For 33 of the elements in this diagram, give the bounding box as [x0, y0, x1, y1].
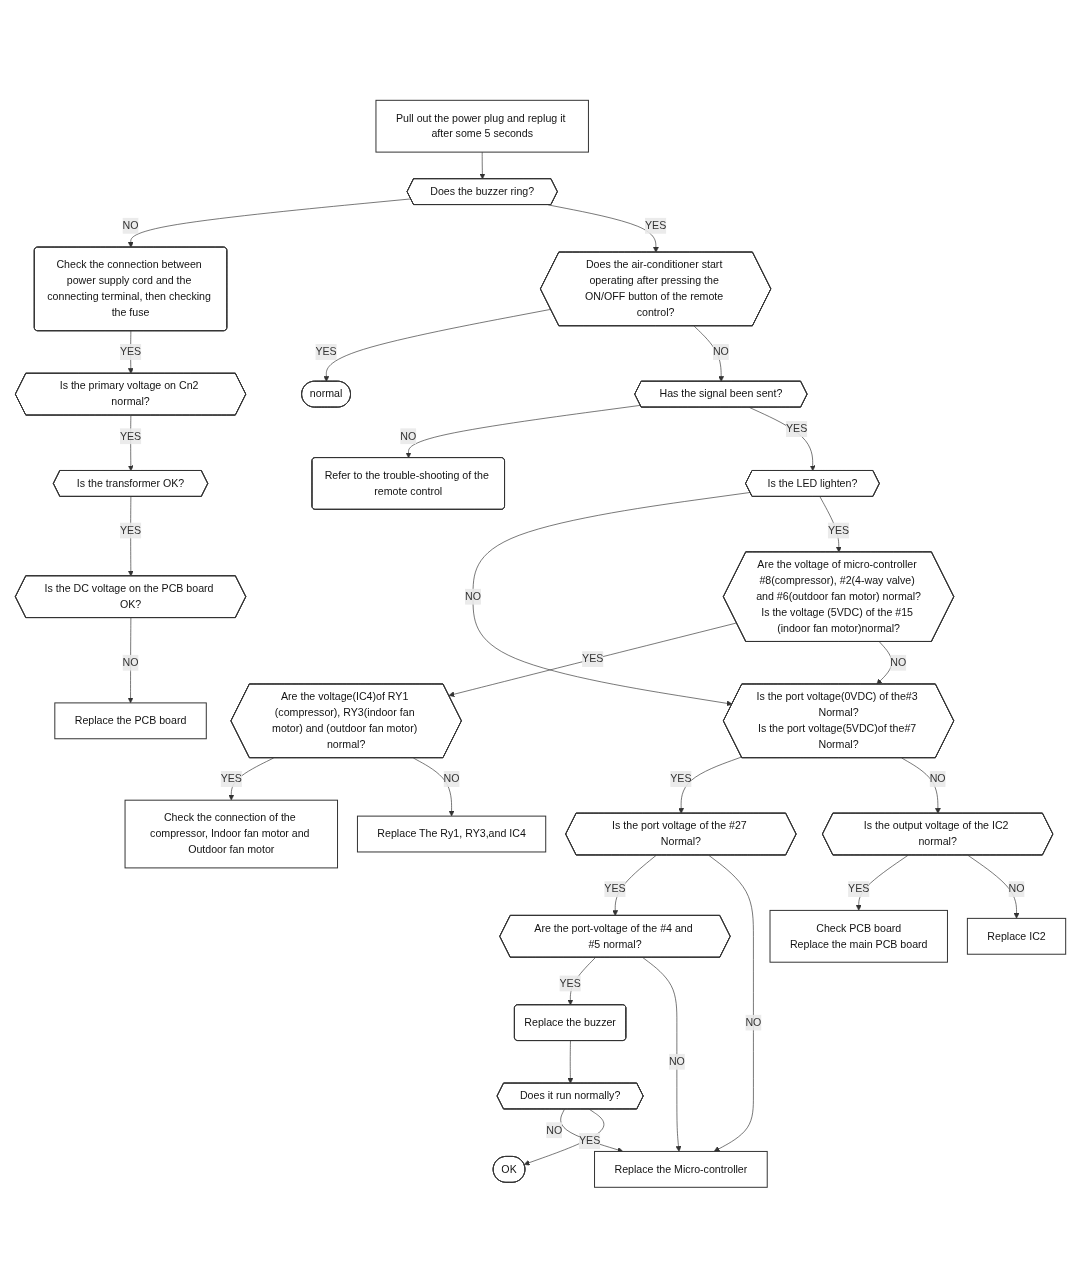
node-box: Check PCB board Replace the main PCB board [769, 909, 948, 963]
edge-label: YES [119, 345, 142, 357]
edge-label: YES [670, 772, 692, 784]
edge-label: YES [827, 524, 850, 536]
node-box: Replace The Ry1, RY3,and IC4 [356, 815, 547, 853]
edge-label: NO [668, 1055, 685, 1067]
edge-label: YES [559, 977, 581, 989]
node-box: Pull out the power plug and replug it after some 5 seconds [375, 99, 589, 153]
edge-label: NO [546, 1123, 563, 1136]
edge-label: NO [122, 219, 139, 231]
edge-label: YES [578, 1134, 601, 1147]
edge-label: NO [712, 345, 729, 357]
edge-label: YES [644, 219, 667, 231]
edge-label: YES [119, 524, 142, 536]
edge-label: YES [848, 882, 870, 895]
edge-label: YES [582, 652, 604, 665]
edge-label: YES [220, 772, 242, 784]
edge-label: YES [785, 422, 808, 435]
edge-label: NO [890, 656, 907, 668]
edge-label: NO [745, 1016, 762, 1028]
edge-label: NO [443, 772, 460, 784]
edge-label: NO [400, 430, 417, 442]
node-box: Replace IC2 [966, 917, 1067, 955]
node-box: Check the connection of the compressor, Indoor fan motor and Outdoor fan motor [124, 799, 339, 869]
edge-label: YES [604, 882, 626, 895]
node-box: Replace the PCB board [54, 702, 207, 739]
edge-label: NO [122, 656, 139, 668]
edge-label: NO [929, 772, 946, 784]
edge-label: YES [119, 430, 142, 442]
node-box: Replace the Micro-controller [594, 1150, 768, 1188]
edge-label: NO [1008, 882, 1025, 895]
edge-label: YES [315, 345, 337, 357]
edge-label: NO [465, 590, 481, 602]
